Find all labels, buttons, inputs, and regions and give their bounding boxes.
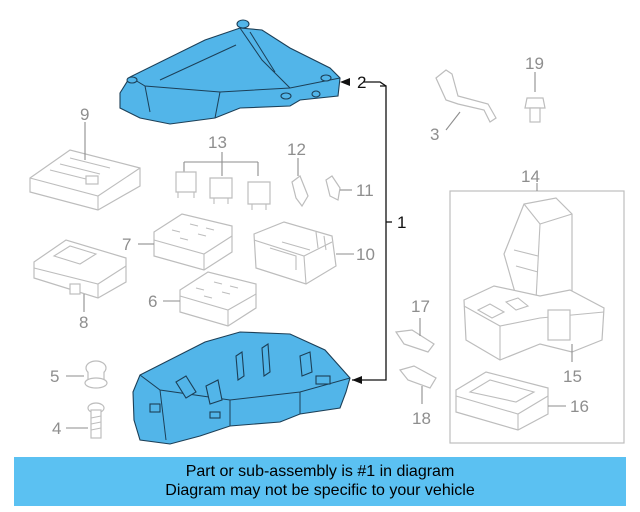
relay-assembly-part-15 (463, 197, 605, 362)
callout-1: 1 (397, 213, 406, 232)
callout-19: 19 (525, 54, 544, 73)
bolt-part-19 (524, 72, 546, 123)
banner-line-1: Part or sub-assembly is #1 in diagram (185, 463, 455, 480)
callout-9: 9 (80, 105, 89, 124)
bracket-part-3 (435, 69, 497, 131)
callout-15: 15 (563, 367, 582, 386)
relays-part-13 (175, 152, 271, 210)
fuse-block-part-9 (29, 122, 141, 211)
callout-7: 7 (122, 235, 131, 254)
callout-1-leaders (340, 78, 392, 384)
fuse-part-11 (325, 175, 352, 201)
bolt-part-4 (66, 402, 105, 439)
info-banner: Part or sub-assembly is #1 in diagram Di… (14, 457, 626, 506)
clip-part-17 (394, 318, 435, 353)
callout-13: 13 (208, 133, 227, 152)
banner-line-2: Diagram may not be specific to your vehi… (165, 482, 475, 499)
callout-18: 18 (412, 409, 431, 428)
callout-14: 14 (521, 167, 540, 186)
callout-17: 17 (411, 297, 430, 316)
parts-diagram: 2 1 3 19 9 13 12 (29, 19, 625, 445)
tray-part-16 (455, 371, 566, 431)
callout-4: 4 (52, 419, 61, 438)
fuse-box-part-10 (253, 221, 354, 285)
callout-11: 11 (356, 181, 374, 200)
relay-block-part-7 (138, 213, 233, 271)
callout-2: 2 (357, 73, 366, 92)
callout-8: 8 (79, 313, 88, 332)
upper-cover-part-2 (119, 19, 341, 125)
callout-16: 16 (570, 397, 589, 416)
fuse-part-12 (291, 158, 309, 208)
callout-10: 10 (356, 245, 375, 264)
callout-5: 5 (50, 367, 59, 386)
callout-6: 6 (148, 292, 157, 311)
clip-part-18 (398, 365, 437, 404)
callout-3: 3 (430, 125, 439, 144)
assembly-box-part-14 (449, 183, 625, 444)
holder-part-8 (33, 239, 127, 312)
grommet-part-5 (66, 360, 108, 389)
relay-block-part-6 (163, 271, 257, 327)
lower-case-part-1 (132, 331, 351, 445)
callout-12: 12 (287, 140, 306, 159)
